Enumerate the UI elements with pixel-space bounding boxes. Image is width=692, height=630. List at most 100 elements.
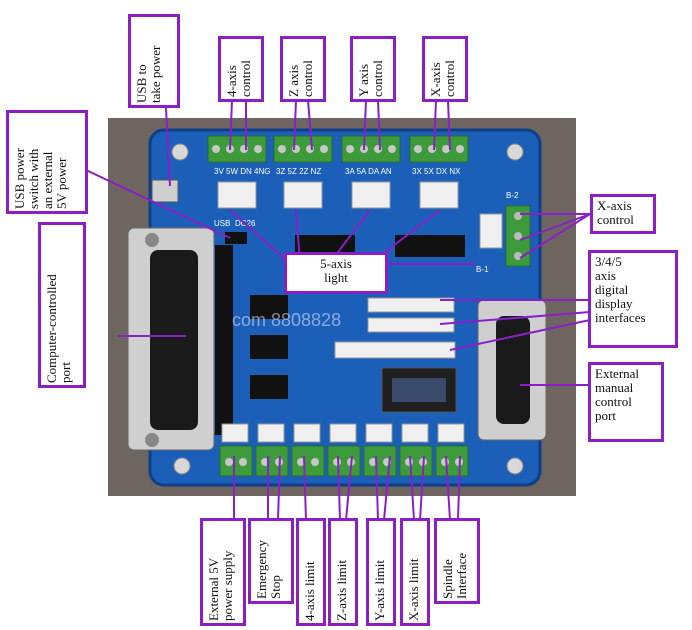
terminal-screw	[346, 145, 354, 153]
usb-port	[151, 179, 179, 203]
callout-x-axis-control-top-line1: X-axis	[428, 62, 443, 97]
computer-db25-connector	[127, 227, 215, 451]
callout-spindle-line1: Spindle	[440, 559, 455, 599]
terminal-screw	[405, 458, 413, 466]
callout-x-axis-control-top-line2: control	[442, 60, 457, 97]
limit-terminal-block	[219, 445, 253, 477]
callout-x-axis-control-right-line2: control	[597, 212, 634, 227]
terminal-screw	[254, 145, 262, 153]
bottom-terminal	[327, 423, 361, 477]
callout-computer-port: Computer-controlled port	[38, 222, 86, 388]
callout-limit-x-line1: X-axis limit	[406, 558, 421, 621]
callout-display-interfaces-line2: axis	[595, 268, 616, 283]
callout-y-axis-control-line2: control	[370, 60, 385, 97]
leader-lines	[85, 99, 591, 521]
callout-limit-x: X-axis limit	[400, 518, 430, 626]
top-terminal-group	[409, 135, 469, 163]
terminal-screw	[333, 458, 341, 466]
limit-connector	[437, 423, 465, 443]
display-connectors	[334, 297, 456, 359]
silk-4axis: 3V 5W DN 4NG	[214, 167, 270, 176]
callout-manual-port-line2: manual	[595, 380, 634, 395]
callout-manual-port-line3: control	[595, 394, 632, 409]
callout-usb-power-line1: USB to	[134, 64, 149, 103]
top-terminal-blocks	[207, 135, 469, 163]
callout-estop-line1: Emergency	[254, 540, 269, 599]
callout-usb-switch-line2: switch with	[26, 148, 41, 209]
callout-usb-power: USB to take power	[128, 14, 180, 108]
watermark: com 8808828	[232, 310, 341, 330]
terminal-screw	[297, 458, 305, 466]
callout-usb-switch-line4: 5V power	[54, 157, 69, 209]
limit-terminal-block	[327, 445, 361, 477]
callout-display-interfaces-line5: interfaces	[595, 310, 646, 325]
callout-y-axis-control: Y axis control	[350, 36, 396, 102]
top-terminal-group	[273, 135, 333, 163]
limit-terminal-block	[363, 445, 397, 477]
callout-x-axis-control-top: X-axis control	[422, 36, 468, 102]
callout-usb-switch-line1: USB power	[12, 147, 27, 209]
mounting-holes	[171, 143, 524, 475]
callout-limit-z-line1: Z-axis limit	[334, 559, 349, 621]
callout-ext-5v: External 5V power supply	[200, 518, 246, 626]
silk-xaxis: 3X 5X DX NX	[412, 167, 461, 176]
terminal-screw	[278, 145, 286, 153]
callout-4axis-control-line2: control	[238, 60, 253, 97]
terminal-screw	[456, 145, 464, 153]
callout-display-interfaces: 3/4/5 axis digital display interfaces	[588, 250, 678, 348]
callout-x-axis-control-right-line1: X-axis	[597, 198, 632, 213]
callout-ext-5v-line1: External 5V	[206, 557, 221, 621]
limit-connector	[257, 423, 285, 443]
callout-manual-port: External manual control port	[588, 362, 664, 442]
axis-connector	[351, 181, 391, 209]
callout-display-interfaces-line3: digital	[595, 282, 629, 297]
callout-5axis-light-line1: 5-axis	[320, 256, 352, 271]
limit-terminal-block	[291, 445, 325, 477]
callout-limit-y: Y-axis limit	[366, 518, 396, 626]
callout-ext-5v-line2: power supply	[220, 550, 235, 621]
terminal-screw	[414, 145, 422, 153]
callout-y-axis-control-line1: Y axis	[356, 63, 371, 97]
callout-z-axis-control-line2: control	[300, 60, 315, 97]
callout-z-axis-control: Z axis control	[280, 36, 326, 102]
top-terminal-group	[207, 135, 267, 163]
silk-yaxis: 3A 5A DA AN	[345, 167, 392, 176]
callout-computer-port-line1: Computer-controlled	[44, 274, 59, 383]
axis-header-connectors	[217, 181, 459, 209]
axis-connector	[283, 181, 323, 209]
callout-limit-4-line1: 4-axis limit	[302, 561, 317, 621]
limit-terminal-block	[255, 445, 289, 477]
ic-chips	[250, 235, 465, 399]
terminal-screw	[442, 145, 450, 153]
limit-connector	[221, 423, 249, 443]
callout-x-axis-control-right: X-axis control	[590, 194, 656, 234]
right-terminal-block	[479, 205, 531, 267]
manual-control-db-connector	[477, 299, 547, 441]
callout-limit-4: 4-axis limit	[296, 518, 326, 626]
bottom-terminal	[291, 423, 325, 477]
callout-manual-port-line4: port	[595, 408, 616, 423]
limit-connector	[293, 423, 321, 443]
bottom-terminal	[363, 423, 397, 477]
limit-terminal-block	[399, 445, 433, 477]
terminal-screw	[212, 145, 220, 153]
silk-usb: USB	[214, 219, 230, 228]
silk-b1: B-1	[476, 265, 489, 274]
limit-connector	[365, 423, 393, 443]
callout-spindle-line2: Interface	[454, 552, 469, 599]
relay-label	[392, 378, 446, 402]
silk-b2: B-2	[506, 191, 519, 200]
limit-connector	[401, 423, 429, 443]
callout-usb-switch: USB power switch with an external 5V pow…	[6, 110, 88, 214]
bottom-terminal	[219, 423, 253, 477]
callout-estop: Emergency Stop	[248, 518, 294, 604]
callout-spindle: Spindle Interface	[434, 518, 480, 604]
limit-connector	[329, 423, 357, 443]
silk-zaxis: 3Z 5Z 2Z NZ	[276, 167, 321, 176]
callout-manual-port-line1: External	[595, 366, 640, 381]
callout-estop-line2: Stop	[268, 575, 283, 599]
limit-terminal-block	[435, 445, 469, 477]
bottom-terminal	[255, 423, 289, 477]
terminal-screw	[388, 145, 396, 153]
callout-usb-power-line2: take power	[148, 45, 163, 103]
